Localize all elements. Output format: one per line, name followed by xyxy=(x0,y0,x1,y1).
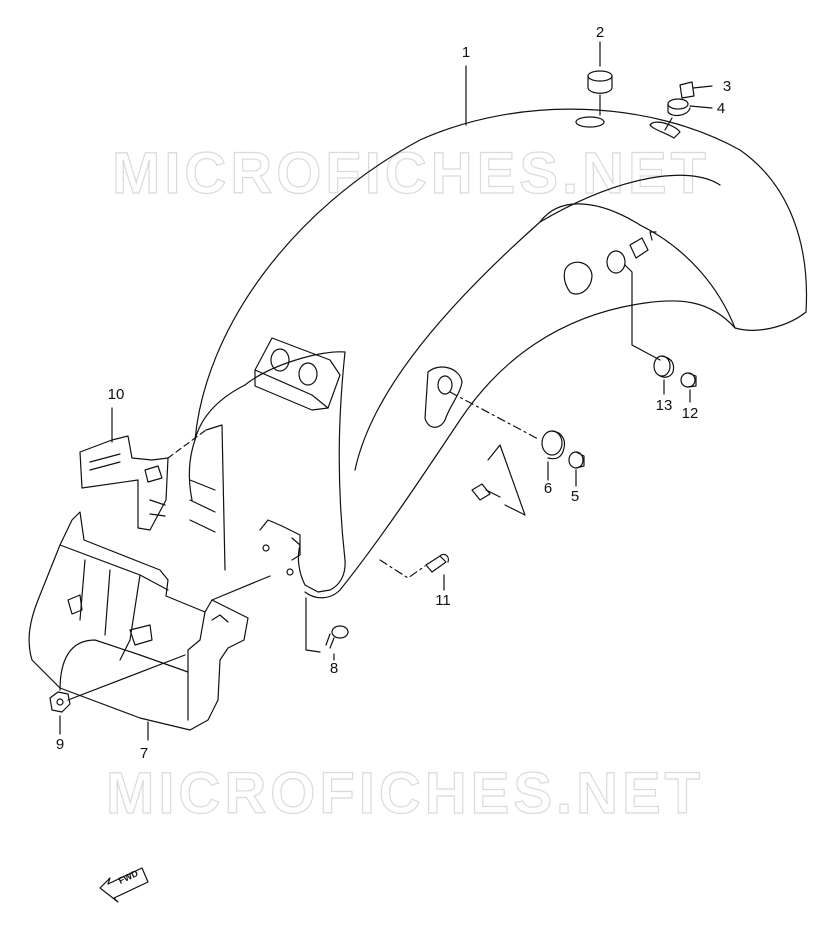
part-label-12: 12 xyxy=(681,405,699,422)
part-label-9: 9 xyxy=(55,736,65,753)
part-label-4: 4 xyxy=(716,100,726,117)
part-label-5: 5 xyxy=(570,488,580,505)
part-label-2: 2 xyxy=(595,24,605,41)
cushion-top xyxy=(587,70,613,116)
part-label-11: 11 xyxy=(435,592,451,609)
part-label-3: 3 xyxy=(722,78,732,95)
cap-and-cushion xyxy=(664,81,713,131)
watermark-top: MICROFICHES.NET xyxy=(111,140,711,206)
bolt-middle xyxy=(471,444,526,516)
rear-fender xyxy=(188,108,808,599)
rear-cover-7 xyxy=(28,511,271,741)
nut-9 xyxy=(49,654,186,735)
watermark-bottom: MICROFICHES.NET xyxy=(105,760,705,826)
part-label-7: 7 xyxy=(139,745,149,762)
part-label-8: 8 xyxy=(329,660,339,677)
bolt-8 xyxy=(305,597,349,661)
cushion-and-spacer-small xyxy=(624,264,697,388)
part-label-13: 13 xyxy=(655,397,673,414)
fwd-arrow-icon xyxy=(99,867,149,903)
bolt-11 xyxy=(379,553,449,591)
part-label-10: 10 xyxy=(107,386,125,403)
cushion-and-spacer xyxy=(449,391,585,469)
bracket-10 xyxy=(79,407,207,531)
part-label-6: 6 xyxy=(543,480,553,497)
part-label-1: 1 xyxy=(461,44,471,61)
